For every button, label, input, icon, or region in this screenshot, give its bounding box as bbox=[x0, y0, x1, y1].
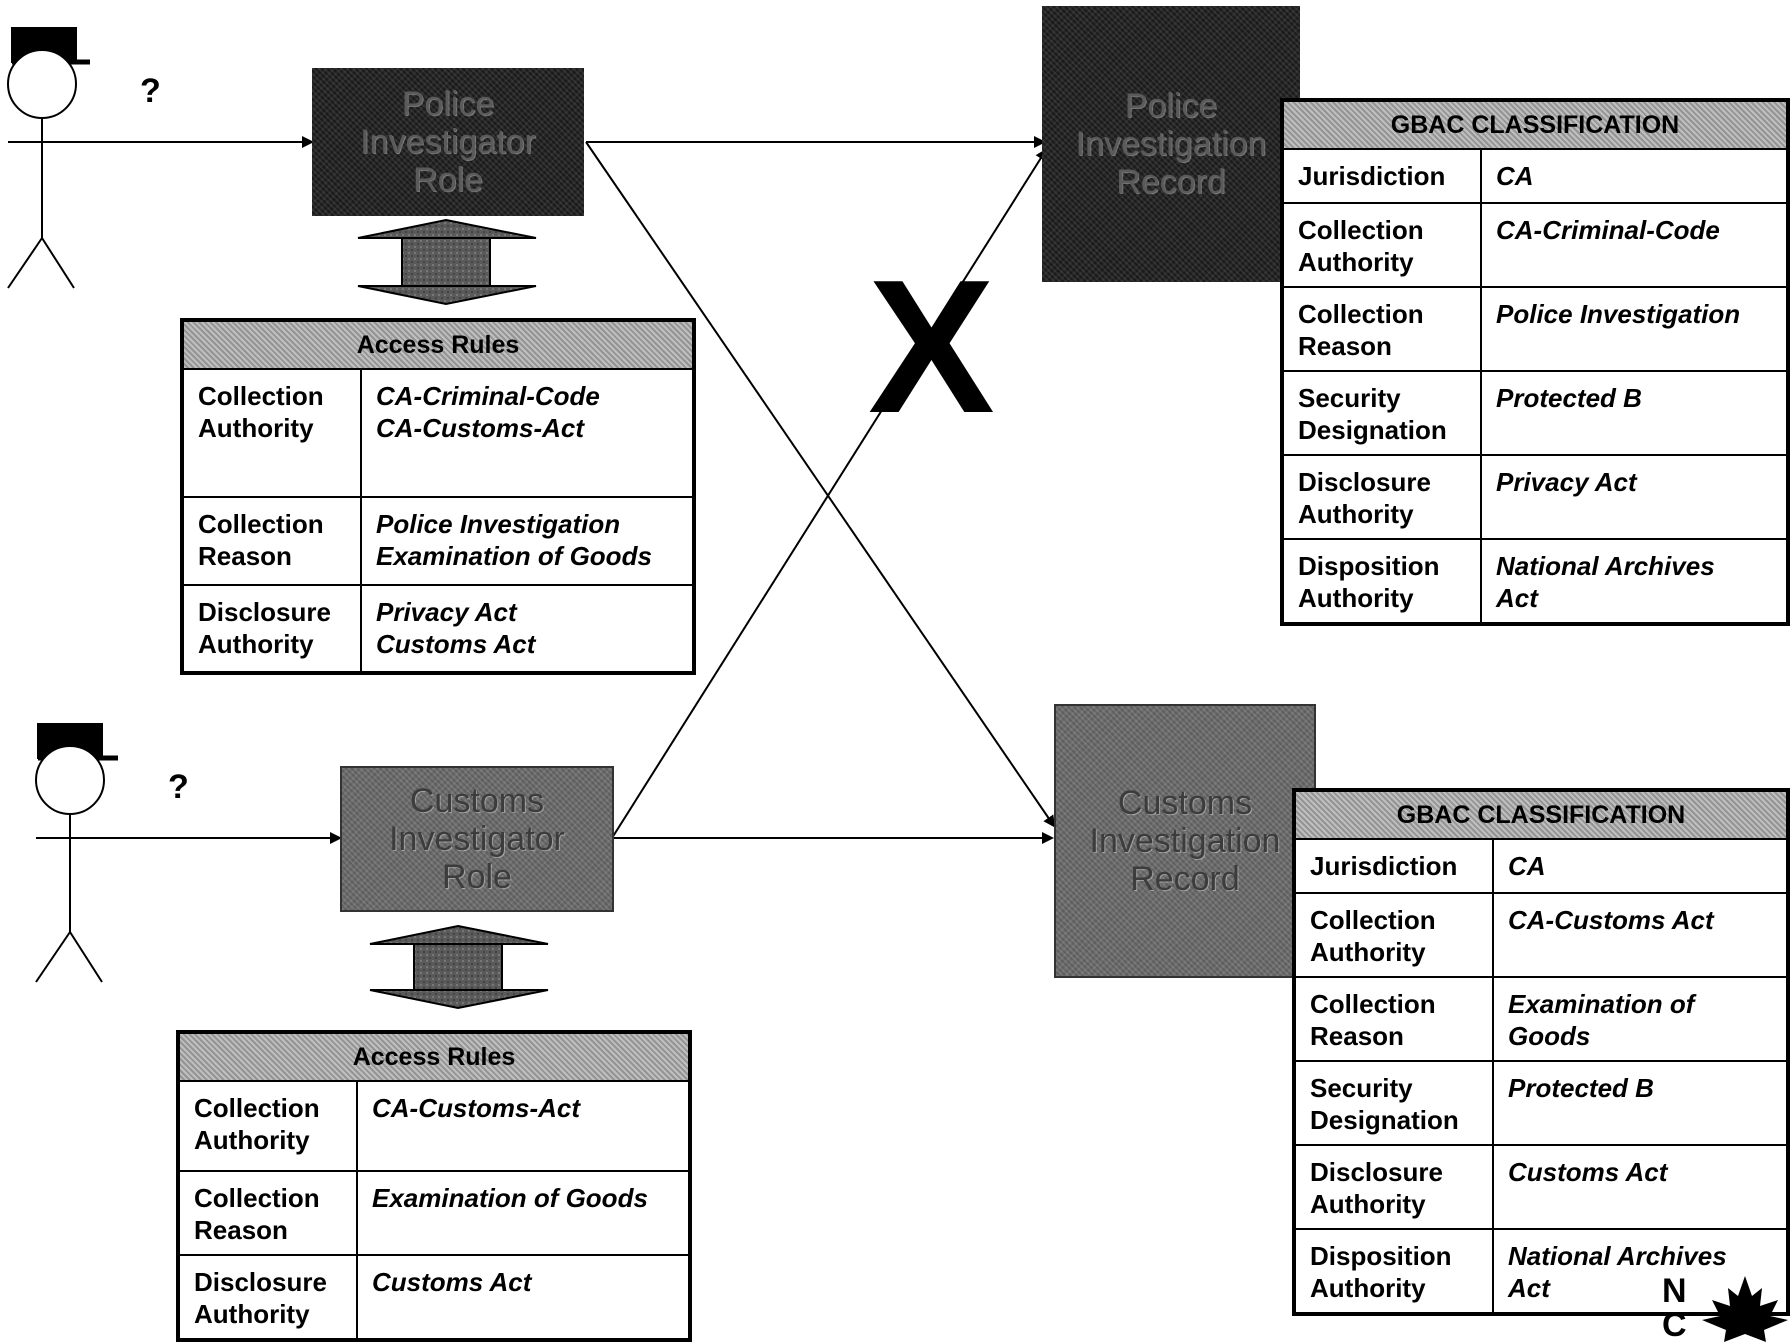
customs-rules-link-arrow bbox=[369, 924, 549, 1010]
customs-gbac-value-security-designation: Protected B bbox=[1492, 1060, 1789, 1146]
customs-rule-value-collection-authority: CA-Customs-Act bbox=[356, 1080, 691, 1172]
police-gbac-classification-table: GBAC CLASSIFICATION Jurisdiction CA Coll… bbox=[1280, 98, 1790, 626]
police-role-to-customs-record-line bbox=[585, 141, 1056, 828]
customs-gbac-value-disclosure-authority: Customs Act bbox=[1492, 1144, 1789, 1230]
customs-investigation-record-label: Customs Investigation Record bbox=[1089, 783, 1281, 899]
police-investigation-record-box[interactable]: Police Investigation Record bbox=[1042, 6, 1300, 282]
customs-gbac-value-jurisdiction: CA bbox=[1492, 838, 1789, 894]
police-actor-icon bbox=[7, 27, 90, 289]
police-rules-link-arrow bbox=[357, 218, 537, 306]
police-investigator-role-box[interactable]: Police Investigator Role bbox=[312, 68, 584, 216]
maple-leaf-icon bbox=[1702, 1276, 1788, 1342]
customs-rule-value-collection-reason: Examination of Goods bbox=[356, 1170, 691, 1256]
police-gbac-value-security-designation: Protected B bbox=[1480, 370, 1789, 456]
police-gbac-value-jurisdiction: CA bbox=[1480, 148, 1789, 204]
customs-actor-icon bbox=[35, 723, 118, 983]
customs-access-rules-title: Access Rules bbox=[177, 1031, 691, 1082]
police-access-rules-title: Access Rules bbox=[181, 319, 695, 370]
police-investigation-record-label: Police Investigation Record bbox=[1075, 86, 1267, 202]
customs-actor-question-mark: ? bbox=[168, 768, 189, 806]
customs-role-to-police-record-line bbox=[611, 148, 1048, 839]
police-investigator-role-label: Police Investigator Role bbox=[360, 84, 536, 200]
police-actor-question-mark: ? bbox=[140, 72, 161, 110]
police-gbac-title: GBAC CLASSIFICATION bbox=[1281, 99, 1789, 150]
customs-gbac-classification-table: GBAC CLASSIFICATION Jurisdiction CA Coll… bbox=[1292, 788, 1790, 1316]
customs-gbac-value-collection-authority: CA-Customs Act bbox=[1492, 892, 1789, 978]
customs-investigator-role-box[interactable]: Customs Investigator Role bbox=[340, 766, 614, 912]
police-gbac-value-disclosure-authority: Privacy Act bbox=[1480, 454, 1789, 540]
nc-logo-letter-n: N bbox=[1662, 1272, 1687, 1310]
customs-investigation-record-box[interactable]: Customs Investigation Record bbox=[1054, 704, 1316, 978]
police-gbac-value-collection-authority: CA-Criminal-Code bbox=[1480, 202, 1789, 288]
customs-gbac-key-jurisdiction: Jurisdiction bbox=[1293, 838, 1494, 894]
police-gbac-key-jurisdiction: Jurisdiction bbox=[1281, 148, 1482, 204]
nc-logo: N C bbox=[1662, 1274, 1687, 1342]
police-gbac-value-collection-reason: Police Investigation bbox=[1480, 286, 1789, 372]
access-denied-x-mark: X bbox=[868, 241, 995, 453]
customs-rule-value-disclosure-authority: Customs Act bbox=[356, 1254, 691, 1341]
customs-investigator-role-label: Customs Investigator Role bbox=[389, 781, 565, 897]
nc-logo-letter-c: C bbox=[1662, 1306, 1687, 1344]
customs-gbac-title: GBAC CLASSIFICATION bbox=[1293, 789, 1789, 840]
